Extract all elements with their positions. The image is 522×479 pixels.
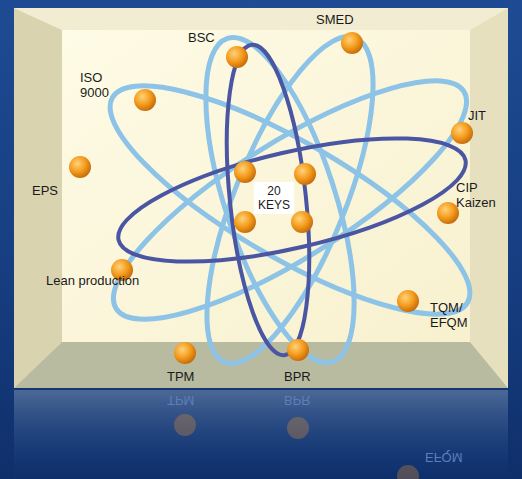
orbit-label: TQM/ EFQM: [430, 300, 474, 330]
orbit-label: BPR: [284, 369, 311, 384]
orbit-label: SMED: [316, 12, 354, 27]
orbit-label: ISO 9000: [80, 70, 124, 100]
orbit-label: Lean production: [46, 273, 146, 288]
center-box: 20 KEYS: [254, 182, 294, 214]
orbit-label: BSC: [188, 30, 215, 45]
reflected-label: EFQM: [425, 450, 463, 465]
reflected-label: TPM: [167, 393, 194, 408]
orbit-label: EPS: [32, 183, 58, 198]
orbit-label: JIT: [468, 108, 486, 123]
orbit-label: CIP Kaizen: [456, 180, 518, 210]
reflected-label: BPR: [284, 393, 311, 408]
center-text: 20 KEYS: [257, 184, 291, 212]
orbit-label: TPM: [167, 369, 194, 384]
